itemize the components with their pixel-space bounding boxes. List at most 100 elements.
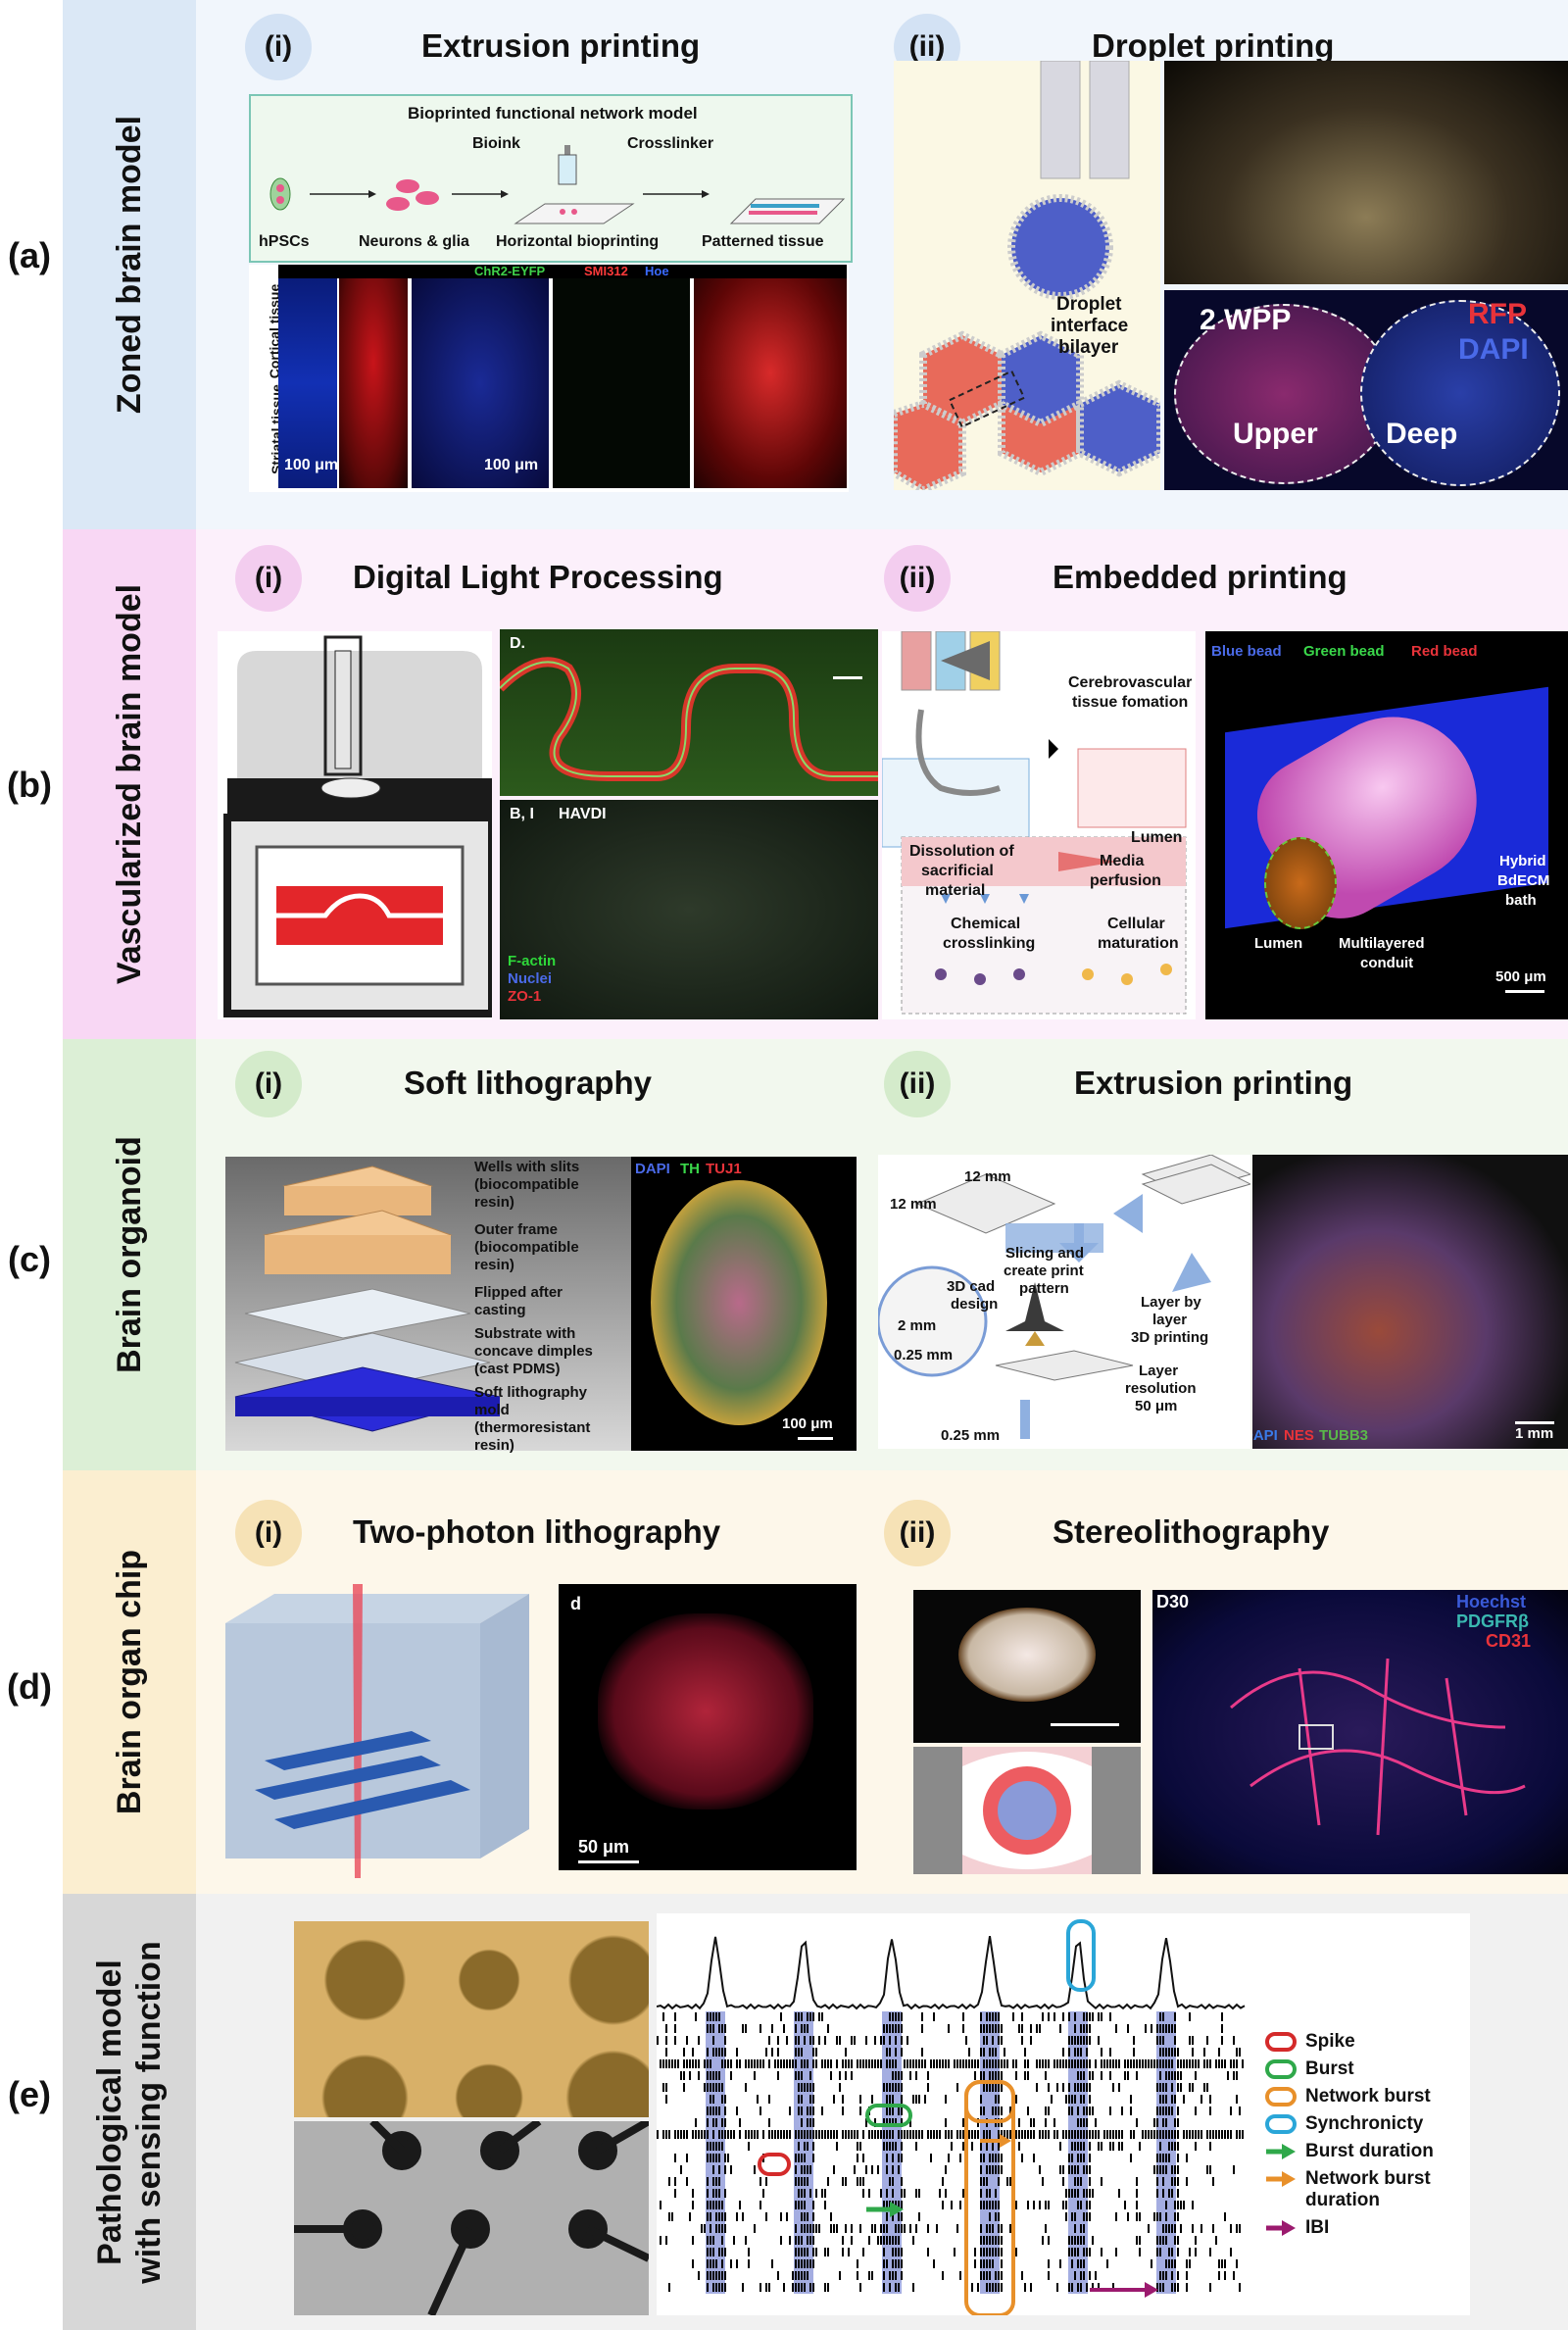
c-i-callout-1a: Wells with slits (474, 1159, 580, 1175)
b-ii-cerebro-2: tissue fomation (1072, 694, 1189, 711)
row-d: (d) Brain organ chip (i) Two-photon lith… (0, 1470, 1568, 1894)
row-b-label: Vascularized brain model (111, 583, 148, 985)
badge-d-ii: (ii) (884, 1500, 951, 1566)
a-ii-deep: Deep (1386, 418, 1458, 450)
c-i-callout-4b: concave dimples (474, 1343, 593, 1360)
d-ii-pdgfr: PDGFRβ (1456, 1611, 1529, 1631)
d-ii-chip-schematic (913, 1747, 1141, 1874)
b-ii-scale: 500 μm (1495, 968, 1546, 985)
c-i-stain-tuj: TUJ1 (706, 1161, 742, 1177)
a-i-header: Bioprinted functional network model (408, 104, 698, 123)
a-i-step-3: Horizontal bioprinting (496, 233, 660, 250)
b-ii-green-bead: Green bead (1303, 643, 1385, 660)
c-ii-slicing-2: create print (1004, 1263, 1084, 1279)
row-b-sidebar: Vascularized brain model (63, 529, 196, 1039)
legend-label: Network burst duration (1305, 2168, 1431, 2210)
b-ii-cellular-1: Cellular (1107, 916, 1165, 932)
c-i-callout-1b: (biocompatible (474, 1176, 579, 1193)
c-ii-dim-2: 2 mm (898, 1317, 937, 1334)
a-ii-rfp: RFP (1468, 298, 1527, 330)
c-ii-dim-12b: 12 mm (964, 1168, 1011, 1185)
a-i-schematic-drawing (270, 145, 846, 224)
c-ii-slicing-3: pattern (1019, 1280, 1069, 1297)
row-letter-c: (c) (8, 1239, 51, 1279)
c-ii-layer-2: layer (1152, 1312, 1188, 1328)
d-i-cube (216, 1584, 539, 1878)
b-i-zo1: ZO-1 (508, 988, 542, 1005)
c-ii-cad-2: design (951, 1296, 999, 1313)
oval-marker-icon (1265, 2087, 1297, 2107)
a-ii-dib-2: interface (1051, 316, 1129, 336)
b-ii-media-2: perfusion (1090, 872, 1161, 889)
b-i-havdi-label: HAVDI (559, 806, 607, 822)
title-b-i: Digital Light Processing (353, 559, 723, 595)
c-i-stain-th: TH (680, 1161, 700, 1177)
d-ii-hoechst: Hoechst (1456, 1592, 1527, 1611)
network-burst-outline (964, 2080, 1015, 2315)
a-ii-upper: Upper (1233, 418, 1318, 450)
d-ii-vessel-drawing (1230, 1658, 1526, 1836)
b-ii-multi-2: conduit (1360, 955, 1414, 971)
c-i-organoid: DAPI TH TUJ1 100 μm (631, 1157, 857, 1451)
burst-band (882, 2011, 902, 2294)
a-ii-drawing (894, 61, 1160, 490)
legend-label: Network burst (1305, 2086, 1431, 2107)
c-i-callout-3a: Flipped after (474, 1284, 564, 1301)
a-i-img-5 (694, 278, 847, 488)
b-i-panel-bi: B, I (510, 806, 534, 822)
b-i-factin: F-actin (508, 953, 557, 969)
population-trace (657, 1935, 1246, 2010)
row-d-sidebar: Brain organ chip (63, 1470, 196, 1894)
c-i-callout-5d: resin) (474, 1437, 514, 1454)
b-i-channel: D. (500, 629, 878, 796)
a-ii-dib-3: bilayer (1058, 337, 1119, 358)
a-i-stain-smi: SMI312 (584, 265, 628, 278)
c-ii-res-2: resolution (1125, 1380, 1197, 1397)
ibi-arrowhead (1145, 2282, 1158, 2298)
c-i-callout-2b: (biocompatible (474, 1239, 579, 1256)
c-i-callout-2c: resin) (474, 1257, 514, 1273)
title-b-ii: Embedded printing (1053, 559, 1348, 595)
c-i-callout-5b: mold (474, 1402, 510, 1418)
b-ii-chemical-2: crosslinking (943, 935, 1036, 952)
title-c-i: Soft lithography (404, 1065, 652, 1101)
b-ii-dissolution-3: material (925, 882, 986, 899)
burst-band (1068, 2011, 1088, 2294)
row-a-label: Zoned brain model (111, 115, 148, 415)
c-ii-stain-tubb: TUBB3 (1319, 1427, 1369, 1444)
burst-marker (865, 2104, 912, 2127)
c-i-mold (225, 1157, 631, 1451)
legend-label: IBI (1305, 2217, 1330, 2238)
legend-item: Spike (1264, 2031, 1558, 2053)
c-i-callout-3b: casting (474, 1302, 526, 1318)
a-ii-photo (1164, 61, 1568, 284)
row-c: (c) Brain organoid (i) Soft lithography … (0, 1039, 1568, 1470)
a-i-micrograph: Cortical tissue Striatal tissue ChR2-EYF… (249, 265, 849, 492)
b-i-printer-drawing (223, 635, 492, 1017)
row-letter-a: (a) (8, 235, 51, 275)
e-raster-plot (657, 1913, 1470, 2315)
legend-label: Burst (1305, 2058, 1354, 2079)
c-ii-scale: 1 mm (1515, 1425, 1554, 1442)
title-c-ii: Extrusion printing (1074, 1065, 1353, 1101)
badge-a-i: (i) (245, 14, 312, 80)
c-ii-drawing (878, 1155, 1250, 1439)
d-ii-cd31: CD31 (1486, 1631, 1532, 1651)
c-ii-stain-nes: NES (1284, 1427, 1314, 1444)
title-a-ii: Droplet printing (1092, 27, 1335, 64)
legend-item: Burst (1264, 2058, 1558, 2080)
c-ii-dim-025b: 0.25 mm (941, 1427, 1001, 1444)
b-ii-lumen2: Lumen (1254, 935, 1303, 952)
b-ii-dissolution-2: sacrificial (921, 863, 994, 879)
b-ii-drawing (882, 631, 1187, 1015)
c-i-callout-5a: Soft lithography (474, 1384, 587, 1401)
a-i-img-2 (339, 278, 408, 488)
row-c-content: (i) Soft lithography (ii) Extrusion prin… (196, 1039, 1568, 1470)
row-a: (a) Zoned brain model (i) Extrusion prin… (0, 0, 1568, 529)
e-raster-svg (657, 1919, 1246, 2315)
legend-label: Burst duration (1305, 2141, 1434, 2161)
b-ii-red-bead: Red bead (1411, 643, 1478, 660)
